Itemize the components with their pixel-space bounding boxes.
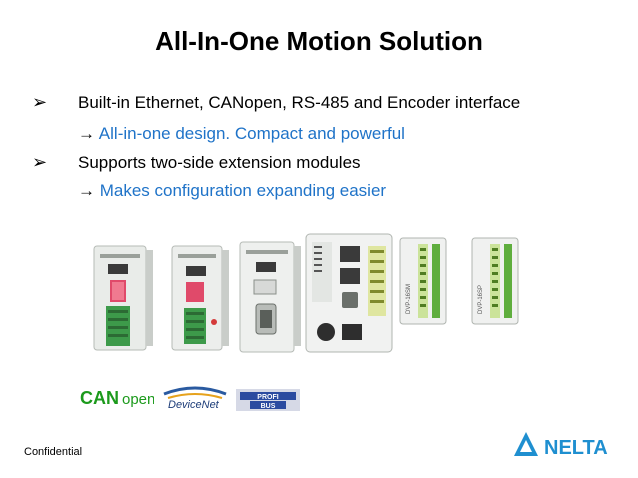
confidential-label: Confidential bbox=[24, 446, 83, 458]
bullet-1-text: Built-in Ethernet, CANopen, RS-485 and E… bbox=[78, 93, 521, 112]
controller-module-1 bbox=[93, 245, 153, 351]
slide-title: All-In-One Motion Solution bbox=[155, 26, 483, 56]
profibus-bottom-text: BUS bbox=[261, 403, 276, 410]
canopen-open-text: open bbox=[122, 391, 154, 408]
extension-module-16sm: DVP-16SM bbox=[399, 237, 447, 325]
bullet-2-sub: → Makes configuration expanding easier bbox=[78, 181, 386, 201]
right-arrow-icon: → bbox=[78, 181, 95, 200]
bullet-arrow-icon: ➢ bbox=[32, 152, 48, 172]
canopen-can-text: CAN bbox=[80, 388, 119, 408]
bullet-1-sub-text: All-in-one design. Compact and powerful bbox=[98, 124, 405, 143]
module-6-label: DVP-16SP bbox=[478, 285, 484, 314]
devicenet-logo: DeviceNet bbox=[163, 386, 227, 411]
controller-module-3 bbox=[239, 241, 301, 353]
main-controller bbox=[305, 233, 393, 353]
bullet-1-sub: → All-in-one design. Compact and powerfu… bbox=[78, 124, 405, 144]
profibus-logo: PROFI BUS bbox=[236, 389, 300, 411]
devicenet-text: DeviceNet bbox=[168, 399, 220, 411]
delta-logo: NELTA bbox=[514, 432, 608, 459]
profibus-top-text: PROFI bbox=[257, 394, 278, 401]
bullet-2-text: Supports two-side extension modules bbox=[78, 153, 361, 172]
bullet-2-sub-text: Makes configuration expanding easier bbox=[99, 181, 387, 200]
module-5-label: DVP-16SM bbox=[406, 284, 412, 314]
canopen-logo: CAN open bbox=[80, 388, 154, 408]
controller-module-2 bbox=[171, 245, 229, 351]
bullet-arrow-icon: ➢ bbox=[32, 92, 48, 112]
extension-module-16sp: DVP-16SP bbox=[471, 237, 519, 325]
right-arrow-icon: → bbox=[78, 124, 95, 143]
delta-brand-text: NELTA bbox=[544, 437, 608, 459]
